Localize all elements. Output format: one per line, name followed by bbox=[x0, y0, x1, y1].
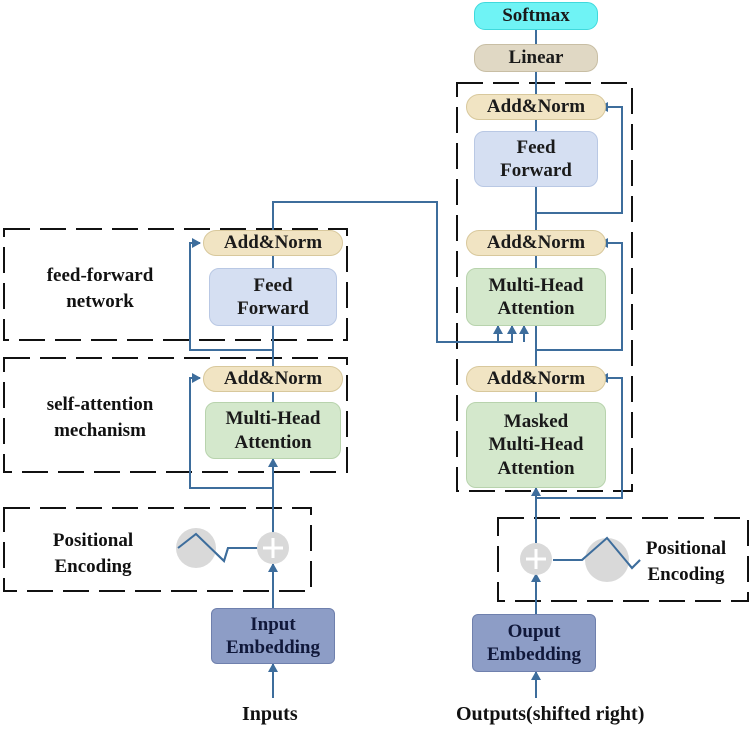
feed-forward-group-label-line-1: feed-forward bbox=[46, 265, 154, 286]
decoder-add-circle bbox=[520, 543, 552, 575]
input-embedding-line-2: Embedding bbox=[226, 637, 320, 658]
output-embedding-line-1: Ouput bbox=[507, 620, 561, 642]
input-embedding-line-1: Input bbox=[250, 613, 296, 635]
decoder-pe-label-line-2: Encoding bbox=[647, 563, 725, 585]
decoder-pe-label-line-1: Positional bbox=[645, 538, 727, 559]
decoder-sine-circle bbox=[585, 538, 629, 582]
encoder-add-norm-bottom: Add&Norm bbox=[203, 366, 343, 392]
decoder-positional-group-box bbox=[497, 517, 749, 602]
encoder-mha-line-1: Multi-Head bbox=[225, 408, 321, 430]
output-embedding-line-2: Embedding bbox=[487, 644, 581, 665]
self-attention-group-label: self-attention mechanism bbox=[18, 392, 182, 443]
encoder-pe-label-line-2: Encoding bbox=[54, 555, 132, 577]
softmax-box: Softmax bbox=[474, 2, 598, 30]
outputs-label: Outputs(shifted right) bbox=[456, 703, 645, 725]
decoder-stack-box bbox=[456, 82, 633, 492]
self-attention-group-label-line-1: self-attention bbox=[46, 394, 154, 415]
input-embedding: Input Embedding bbox=[211, 608, 335, 664]
decoder-add-norm-bottom: Add&Norm bbox=[466, 366, 606, 392]
decoder-mha-line-2: Attention bbox=[497, 298, 575, 319]
decoder-feed-forward-line-1: Feed bbox=[516, 136, 556, 158]
decoder-positional-encoding-label: Positional Encoding bbox=[626, 536, 746, 587]
encoder-add-norm-top: Add&Norm bbox=[203, 230, 343, 256]
encoder-sine-circle bbox=[176, 528, 216, 568]
decoder-mha-line-1: Multi-Head bbox=[488, 274, 584, 296]
decoder-masked-multi-head-attention: Masked Multi-Head Attention bbox=[466, 402, 606, 488]
linear-box: Linear bbox=[474, 44, 598, 72]
inputs-label: Inputs bbox=[242, 703, 298, 725]
decoder-add-norm-middle: Add&Norm bbox=[466, 230, 606, 256]
encoder-multi-head-attention: Multi-Head Attention bbox=[205, 402, 341, 459]
decoder-feed-forward-line-2: Forward bbox=[500, 160, 572, 181]
feed-forward-group-box bbox=[3, 228, 348, 341]
decoder-masked-mha-line-1: Masked bbox=[503, 411, 569, 433]
decoder-masked-mha-line-2: Multi-Head bbox=[488, 434, 584, 456]
self-attention-group-box bbox=[3, 357, 348, 473]
encoder-pe-label-line-1: Positional bbox=[52, 530, 134, 551]
feed-forward-group-label: feed-forward network bbox=[20, 263, 180, 314]
decoder-feed-forward: Feed Forward bbox=[474, 131, 598, 187]
encoder-add-circle bbox=[257, 532, 289, 564]
decoder-add-norm-top: Add&Norm bbox=[466, 94, 606, 120]
encoder-mha-line-2: Attention bbox=[234, 431, 312, 453]
encoder-feed-forward-line-2: Forward bbox=[237, 298, 309, 319]
feed-forward-group-label-line-2: network bbox=[66, 290, 134, 312]
encoder-positional-encoding-label: Positional Encoding bbox=[28, 528, 158, 579]
decoder-multi-head-attention: Multi-Head Attention bbox=[466, 268, 606, 326]
encoder-feed-forward-line-1: Feed bbox=[253, 274, 293, 296]
encoder-positional-group-box bbox=[3, 507, 312, 592]
decoder-masked-mha-line-3: Attention bbox=[497, 457, 575, 479]
self-attention-group-label-line-2: mechanism bbox=[54, 419, 146, 441]
output-embedding: Ouput Embedding bbox=[472, 614, 596, 672]
encoder-feed-forward: Feed Forward bbox=[209, 268, 337, 326]
